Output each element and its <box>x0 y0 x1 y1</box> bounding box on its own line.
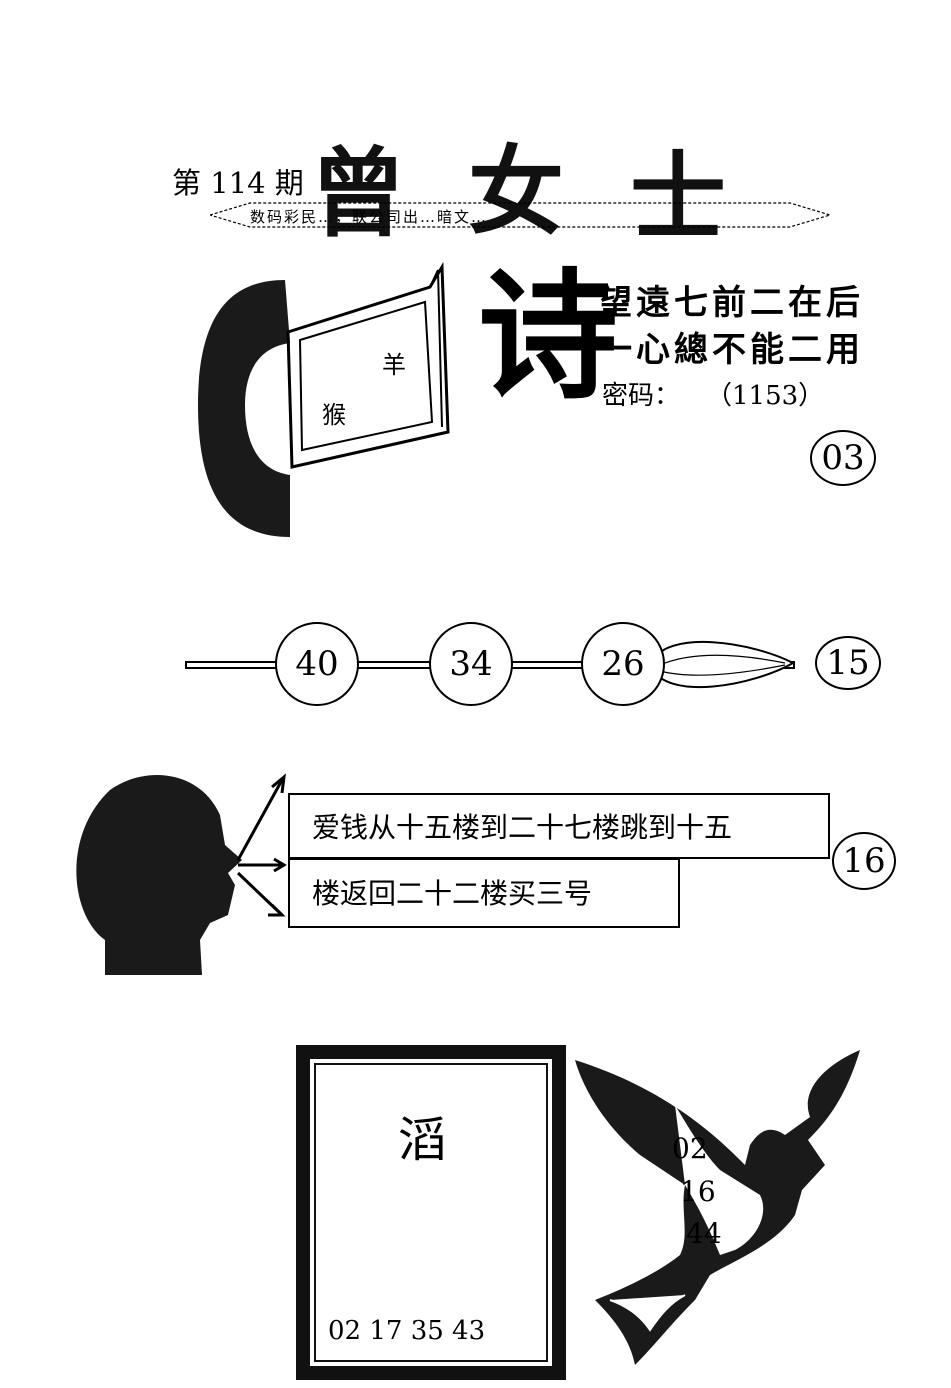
password-value: （1153） <box>706 381 825 411</box>
bird-number-3: 44 <box>686 1217 722 1250</box>
password-label: 密码： <box>602 381 681 411</box>
book-char-2: 猴 <box>322 401 346 429</box>
skewer-ball-3: 26 <box>581 622 665 706</box>
speech-line-1: 爱钱从十五楼到二十七楼跳到十五 <box>312 811 733 844</box>
result-circle-1: 03 <box>810 430 876 486</box>
speech-line-2: 楼返回二十二楼买三号 <box>312 877 593 910</box>
square-char: 滔 <box>398 1112 447 1168</box>
skewer-result: 15 <box>815 636 881 690</box>
subtitle: 数码彩民…，联公司出…暗文… <box>250 208 489 226</box>
book-char-1: 羊 <box>382 351 406 379</box>
poem-big-char: 诗 <box>478 256 619 419</box>
speaking-head-icon <box>76 773 287 975</box>
skewer-ball-1: 40 <box>275 622 359 706</box>
poem-line-2: 一心總不能二用 <box>598 330 864 370</box>
poem-line-1: 望遠七前二在后 <box>598 283 864 323</box>
telephone-handset-icon <box>198 280 290 537</box>
speech-box-2 <box>288 858 680 928</box>
skewer-ball-2: 34 <box>429 622 513 706</box>
subtitle-band <box>210 202 830 228</box>
square-frame <box>296 1045 566 1380</box>
bird-number-2: 16 <box>680 1175 716 1208</box>
title-char-1: 曾 <box>310 138 406 250</box>
bird-number-1: 02 <box>672 1132 708 1165</box>
book-icon <box>286 262 450 469</box>
title-char-2: 女 <box>468 136 564 248</box>
title-char-3: 士 <box>630 142 726 254</box>
square-numbers: 02 17 35 43 <box>328 1316 486 1346</box>
issue-number: 第 114 期 <box>172 166 304 200</box>
bird-icon <box>575 1050 860 1365</box>
corn-tip-icon <box>648 640 795 689</box>
title: 曾 女 士 <box>300 140 770 250</box>
speech-result: 16 <box>832 832 896 890</box>
